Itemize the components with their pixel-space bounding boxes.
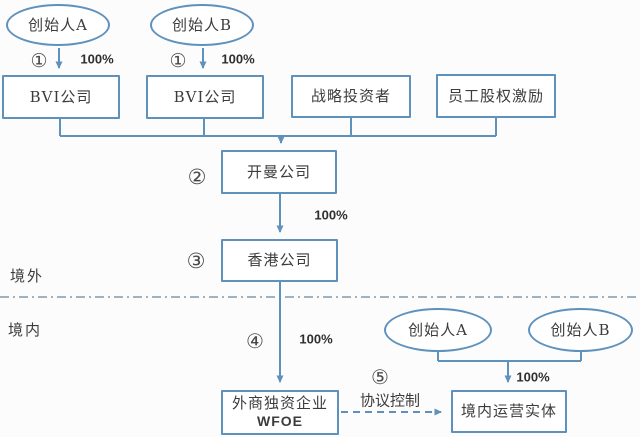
cayman-label: 开曼公司 [246,162,311,181]
pct-hongkong-wfoe: 100% [299,331,333,347]
pct-cayman-hongkong: 100% [314,207,348,223]
pct-founder-a-bvi: 100% [80,51,114,67]
node-founder-b-bottom: 创始人B [528,308,633,352]
pct-founder-b-bvi: 100% [221,51,255,67]
node-founder-a-bottom: 创始人A [384,308,492,352]
founder-b-bottom-label: 创始人B [550,320,611,339]
connector-bottom-founders-tree [437,352,582,362]
node-bvi-company-a: BVI公司 [2,75,120,119]
hongkong-label: 香港公司 [247,251,312,270]
strategic-investor-label: 战略投资者 [310,87,391,106]
employee-esop-label: 员工股权激励 [447,86,544,105]
vie-control-label: 协议控制 [359,391,421,410]
connector-shareholders-tree [59,118,497,137]
pct-founders-domestic: 100% [516,369,550,385]
node-hongkong-company: 香港公司 [221,239,338,282]
step-marker-2: ② [187,165,207,189]
step-marker-4: ④ [246,329,264,353]
node-cayman-company: 开曼公司 [221,150,337,194]
founder-a-top-label: 创始人A [28,15,88,34]
founder-a-bottom-label: 创始人A [408,320,468,339]
node-wfoe: 外商独资企业 WFOE [221,390,339,435]
node-founder-b-top: 创始人B [150,4,254,46]
bvi-a-label: BVI公司 [29,87,93,106]
wfoe-label-line1: 外商独资企业 [231,394,328,413]
node-founder-a-top: 创始人A [6,4,110,46]
node-employee-esop: 员工股权激励 [436,74,556,118]
region-label-offshore: 境外 [10,267,45,285]
node-bvi-company-b: BVI公司 [146,75,264,119]
domestic-entity-label: 境内运营实体 [460,402,557,421]
region-label-onshore: 境内 [8,321,43,339]
node-domestic-operating-entity: 境内运营实体 [451,390,567,433]
node-strategic-investor: 战略投资者 [291,75,411,118]
step-marker-1b: ① [169,50,187,72]
wfoe-label-line2: WFOE [257,413,303,430]
founder-b-top-label: 创始人B [171,15,233,34]
bvi-b-label: BVI公司 [173,87,237,106]
step-marker-5: ⑤ [371,365,389,389]
step-marker-1a: ① [30,50,48,72]
step-marker-3: ③ [186,249,206,273]
